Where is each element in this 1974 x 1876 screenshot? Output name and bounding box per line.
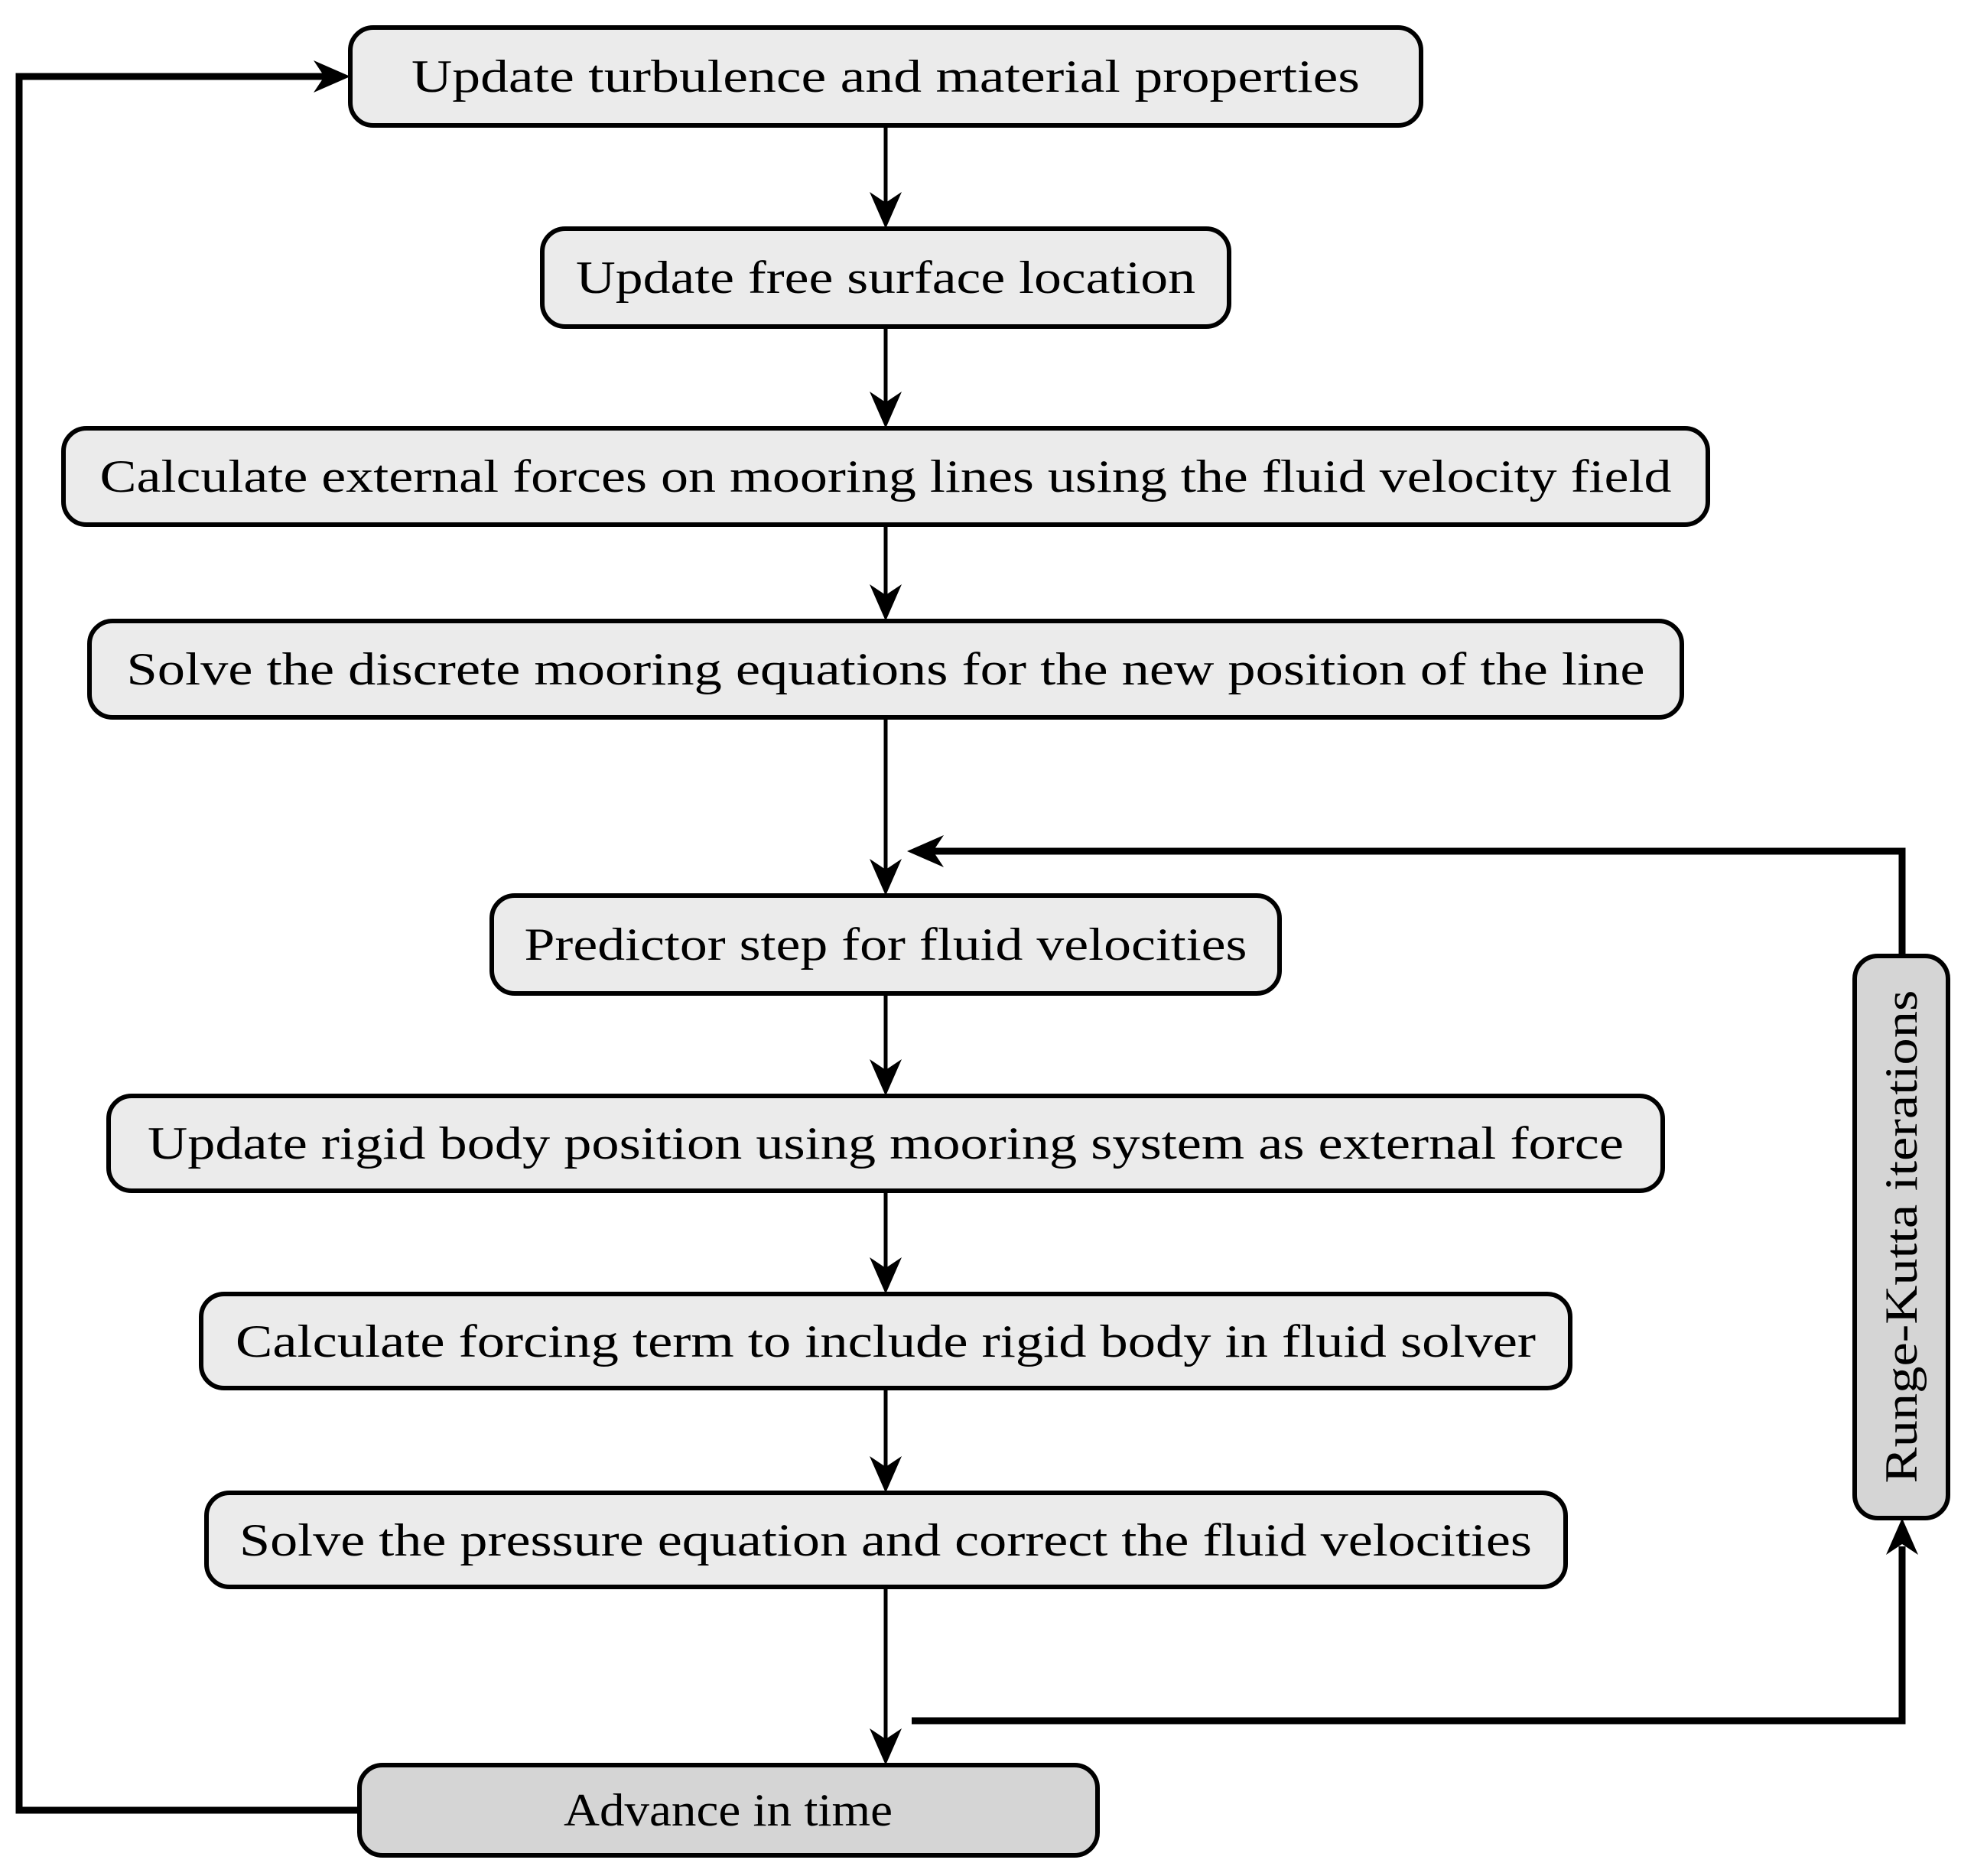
edge-free-surface-to-external-forces (870, 327, 902, 428)
node-advance-in-time: Advance in time (357, 1763, 1100, 1858)
edge-predictor-to-rigid-body (870, 993, 902, 1096)
node-advance-in-time-label: Advance in time (564, 1785, 893, 1835)
edge-forcing-term-to-pressure (870, 1388, 902, 1493)
edge-runge-kutta-loop-lower (912, 1518, 1918, 1725)
node-calculate-forcing-term: Calculate forcing term to include rigid … (199, 1292, 1572, 1390)
node-solve-mooring-equations-box (87, 619, 1684, 720)
edge-outer-time-loop (15, 60, 359, 1814)
edge-mooring-equations-to-predictor (870, 717, 902, 896)
runge-kutta-loop-upper-line (933, 847, 1906, 956)
outer-time-loop-line (15, 73, 359, 1814)
node-predictor-step-box (489, 893, 1282, 996)
node-predictor-step-label: Predictor step for fluid velocities (525, 919, 1247, 970)
arrowhead-down-icon (870, 192, 902, 229)
node-solve-pressure-equation: Solve the pressure equation and correct … (204, 1491, 1568, 1589)
node-update-turbulence-label: Update turbulence and material propertie… (411, 51, 1360, 102)
node-runge-kutta-box (1852, 954, 1950, 1520)
edge-update-turbulence-to-free-surface (870, 125, 902, 229)
runge-kutta-loop-lower-line (912, 1546, 1906, 1725)
node-update-free-surface: Update free surface location (540, 226, 1231, 329)
edge-rigid-body-to-forcing-term (870, 1191, 902, 1294)
node-calculate-forcing-term-box (199, 1292, 1572, 1390)
arrowhead-down-icon (870, 1456, 902, 1493)
arrowhead-up-icon (1886, 1518, 1918, 1555)
arrowhead-left-icon (907, 835, 944, 867)
arrowhead-down-icon (870, 1257, 902, 1294)
edge-runge-kutta-loop-upper (907, 835, 1906, 956)
node-runge-kutta: Runge-Kutta iterations (1852, 954, 1950, 1520)
arrowhead-down-icon (870, 392, 902, 428)
edge-external-forces-to-mooring-equations (870, 525, 902, 621)
node-update-free-surface-label: Update free surface location (576, 252, 1195, 303)
node-update-rigid-body-label: Update rigid body position using mooring… (148, 1118, 1624, 1169)
node-update-turbulence-box (348, 25, 1423, 128)
arrowhead-down-icon (870, 1059, 902, 1096)
arrowhead-down-icon (870, 859, 902, 896)
arrowhead-down-icon (870, 1728, 902, 1765)
node-predictor-step: Predictor step for fluid velocities (489, 893, 1282, 996)
node-calculate-forcing-term-label: Calculate forcing term to include rigid … (236, 1316, 1536, 1367)
node-solve-pressure-equation-label: Solve the pressure equation and correct … (239, 1515, 1532, 1566)
node-calculate-external-forces: Calculate external forces on mooring lin… (61, 426, 1710, 527)
node-solve-mooring-equations-label: Solve the discrete mooring equations for… (127, 644, 1645, 694)
arrowhead-right-icon (314, 60, 350, 93)
edge-pressure-to-advance-in-time (870, 1587, 902, 1765)
node-update-free-surface-box (540, 226, 1231, 329)
node-calculate-external-forces-box (61, 426, 1710, 527)
node-solve-mooring-equations: Solve the discrete mooring equations for… (87, 619, 1684, 720)
node-runge-kutta-label: Runge-Kutta iterations (1876, 990, 1927, 1484)
node-calculate-external-forces-label: Calculate external forces on mooring lin… (100, 451, 1672, 502)
node-update-turbulence: Update turbulence and material propertie… (348, 25, 1423, 128)
node-update-rigid-body-box (106, 1094, 1665, 1193)
node-update-rigid-body: Update rigid body position using mooring… (106, 1094, 1665, 1193)
arrowhead-down-icon (870, 584, 902, 621)
node-advance-in-time-box (357, 1763, 1100, 1858)
node-solve-pressure-equation-box (204, 1491, 1568, 1589)
